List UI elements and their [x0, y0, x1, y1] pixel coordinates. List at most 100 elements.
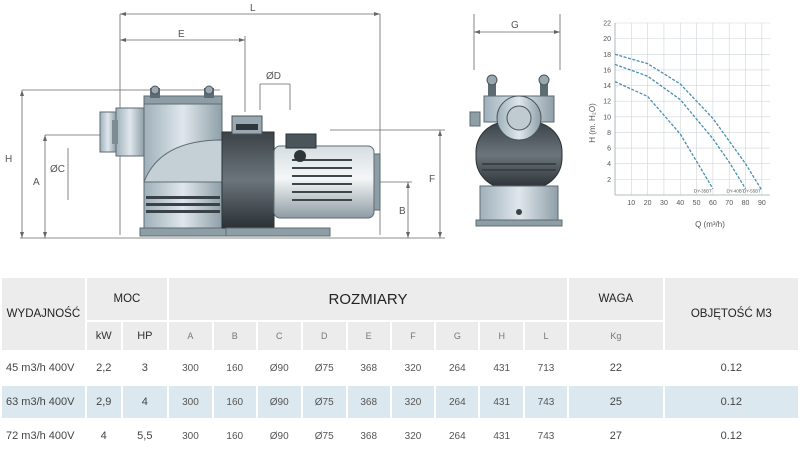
cell-dim-f: 320 [389, 350, 437, 386]
cell-hp: 3 [120, 350, 170, 386]
header-dim-a: A [167, 320, 214, 352]
cell-objetosc: 0.12 [662, 418, 800, 454]
cell-dim-h: 431 [478, 384, 526, 420]
header-dim-l: L [523, 320, 569, 352]
header-dim-e: E [345, 320, 392, 352]
chart-x-tick-label: 50 [693, 200, 701, 207]
chart-y-tick-label: 2 [607, 177, 611, 184]
cell-dim-c: Ø90 [255, 418, 303, 454]
chart-series [614, 53, 763, 191]
table-row: 45 m3/h 400V 2,2 3 300 160 Ø90 Ø75 368 3… [0, 350, 800, 386]
table-row: 72 m3/h 400V 4 5,5 300 160 Ø90 Ø75 368 3… [0, 418, 800, 454]
chart-x-tick-label: 20 [644, 200, 652, 207]
cell-waga: 25 [566, 384, 665, 420]
chart-y-axis-label: H (m. H₂O) [588, 103, 597, 143]
dim-label-oc: ØC [50, 164, 65, 175]
cell-dim-h: 431 [478, 418, 526, 454]
dim-label-b: B [399, 206, 406, 217]
chart-y-tick-label: 20 [603, 36, 611, 43]
header-dim-g: G [434, 320, 481, 352]
cell-name: 63 m3/h 400V [0, 384, 87, 420]
header-dim-b: B [211, 320, 258, 352]
chart-x-tick-label: 90 [758, 200, 766, 207]
chart-series-label: DY-40BT [726, 189, 744, 194]
cell-dim-d: Ø75 [300, 384, 348, 420]
header-objetosc: OBJĘTOŚĆ M3 [662, 276, 800, 352]
chart-y-tick-label: 18 [603, 52, 611, 59]
chart-x-tick-label: 40 [676, 200, 684, 207]
dim-label-od: ØD [266, 71, 281, 82]
header-waga: WAGA [566, 276, 665, 322]
chart-y-tick-label: 10 [603, 114, 611, 121]
dim-label-l: L [250, 3, 256, 14]
cell-dim-d: Ø75 [300, 418, 348, 454]
cell-dim-g: 264 [434, 350, 481, 386]
cell-dim-l: 713 [523, 350, 569, 386]
cell-dim-f: 320 [389, 418, 437, 454]
cell-dim-c: Ø90 [255, 384, 303, 420]
spec-table: WYDAJNOŚĆ MOC ROZMIARY WAGA OBJĘTOŚĆ M3 … [0, 276, 800, 454]
cell-dim-a: 300 [167, 418, 214, 454]
cell-dim-a: 300 [167, 350, 214, 386]
chart-y-tick-label: 14 [603, 83, 611, 90]
chart-x-tick-label: 80 [742, 200, 750, 207]
chart-y-tick-label: 16 [603, 67, 611, 74]
dim-label-e: E [178, 29, 185, 40]
chart-y-tick-label: 4 [607, 161, 611, 168]
chart-x-axis-label: Q (m³/h) [695, 220, 725, 229]
cell-dim-g: 264 [434, 418, 481, 454]
cell-dim-e: 368 [345, 350, 392, 386]
chart-x-tick-label: 60 [709, 200, 717, 207]
cell-dim-l: 743 [523, 418, 569, 454]
chart-y-tick-label: 12 [603, 99, 611, 106]
chart-x-tick-label: 10 [627, 200, 635, 207]
chart-series-label: DY-55BT [743, 189, 761, 194]
chart-series-line [614, 53, 763, 191]
chart-y-tick-label: 6 [607, 146, 611, 153]
header-dim-f: F [389, 320, 437, 352]
cell-hp: 5,5 [120, 418, 170, 454]
cell-dim-h: 431 [478, 350, 526, 386]
cell-dim-f: 320 [389, 384, 437, 420]
cell-kw: 2,9 [84, 384, 123, 420]
pump-side-view [99, 85, 381, 237]
header-dim-c: C [255, 320, 303, 352]
dim-label-a: A [33, 177, 40, 188]
cell-dim-b: 160 [211, 350, 258, 386]
cell-kw: 4 [84, 418, 123, 454]
header-dim-d: D [300, 320, 348, 352]
performance-curve-chart: 2 4 6 8 10 12 14 16 18 20 22 10 20 30 40 50 60 70 80 90 DY-… [588, 21, 770, 229]
table-row: 63 m3/h 400V 2,9 4 300 160 Ø90 Ø75 368 3… [0, 384, 800, 420]
chart-series-line [614, 81, 714, 190]
cell-waga: 27 [566, 418, 665, 454]
header-kw: kW [84, 320, 123, 352]
cell-name: 72 m3/h 400V [0, 418, 87, 454]
pump-front-view [469, 74, 563, 227]
cell-name: 45 m3/h 400V [0, 350, 87, 386]
header-rozmiary: ROZMIARY [167, 276, 569, 322]
chart-series-label: DY-35BT [694, 189, 712, 194]
cell-objetosc: 0.12 [662, 384, 800, 420]
dim-label-h: H [5, 154, 12, 165]
cell-dim-l: 743 [523, 384, 569, 420]
dim-label-g: G [511, 20, 519, 31]
chart-y-tick-label: 8 [607, 130, 611, 137]
cell-dim-e: 368 [345, 384, 392, 420]
chart-x-tick-label: 30 [660, 200, 668, 207]
dim-label-f: F [429, 174, 435, 185]
cell-dim-b: 160 [211, 418, 258, 454]
cell-dim-a: 300 [167, 384, 214, 420]
chart-x-tick-label: 70 [725, 200, 733, 207]
cell-dim-e: 368 [345, 418, 392, 454]
cell-dim-b: 160 [211, 384, 258, 420]
header-dim-h: H [478, 320, 526, 352]
pump-technical-drawing: L E G ØD H A ØC F B [5, 3, 563, 239]
cell-hp: 4 [120, 384, 170, 420]
cell-dim-c: Ø90 [255, 350, 303, 386]
chart-grid [614, 22, 770, 196]
cell-dim-g: 264 [434, 384, 481, 420]
chart-series-line [614, 63, 747, 190]
chart-y-tick-label: 22 [603, 21, 611, 28]
header-hp: HP [120, 320, 170, 352]
